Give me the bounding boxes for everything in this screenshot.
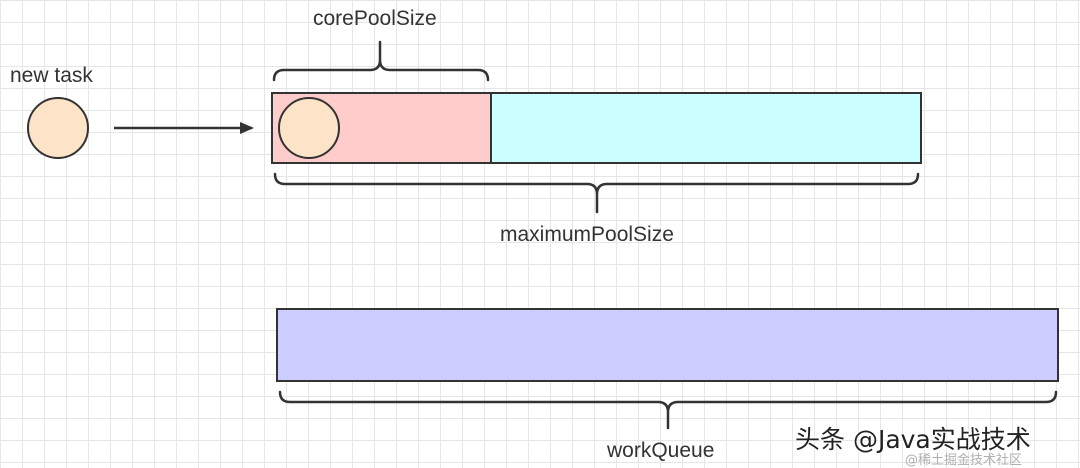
work-queue-label: workQueue [607, 439, 715, 462]
extra-pool-box [490, 92, 922, 164]
watermark-sub: @稀土掘金技术社区 [905, 453, 1023, 468]
maximum-pool-size-brace [273, 172, 920, 214]
maximum-pool-size-label: maximumPoolSize [500, 223, 674, 246]
running-task-circle [278, 97, 340, 159]
core-pool-size-label: corePoolSize [313, 7, 437, 30]
work-queue-brace [278, 390, 1058, 430]
core-pool-size-brace [272, 40, 490, 82]
new-task-circle [27, 97, 89, 159]
new-task-label: new task [10, 64, 93, 87]
watermark: 头条 @Java实战技术 [795, 425, 1031, 454]
work-queue-box [276, 308, 1059, 382]
